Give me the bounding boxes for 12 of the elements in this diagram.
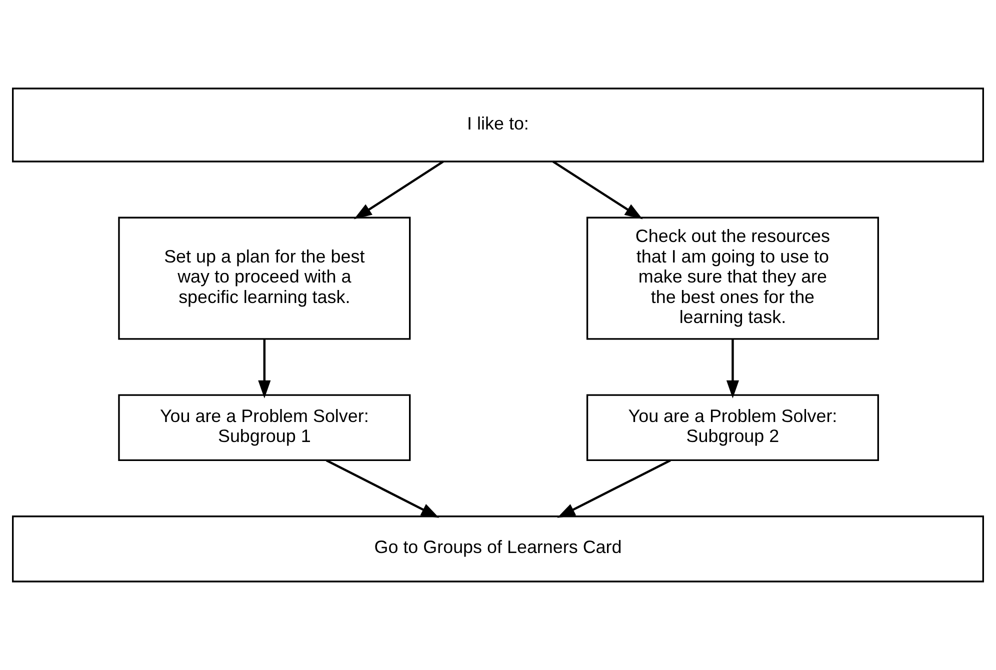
node-box: I like to:	[12, 88, 984, 162]
node-box: You are a Problem Solver: Subgroup 2	[586, 394, 879, 462]
node-box: Set up a plan for the best way to proceed with a specific learning task.	[118, 216, 411, 340]
arrow	[557, 459, 671, 518]
arrow	[354, 160, 444, 220]
node-box: Go to Groups of Learners Card	[12, 516, 984, 582]
node-box: Check out the resources that I am going to use to make sure that they are the best ones for the learning task.	[586, 216, 879, 340]
arrow	[326, 459, 440, 518]
node-box: You are a Problem Solver: Subgroup 1	[118, 394, 411, 462]
arrow	[726, 339, 740, 398]
arrow	[258, 339, 271, 398]
arrow	[552, 160, 643, 220]
